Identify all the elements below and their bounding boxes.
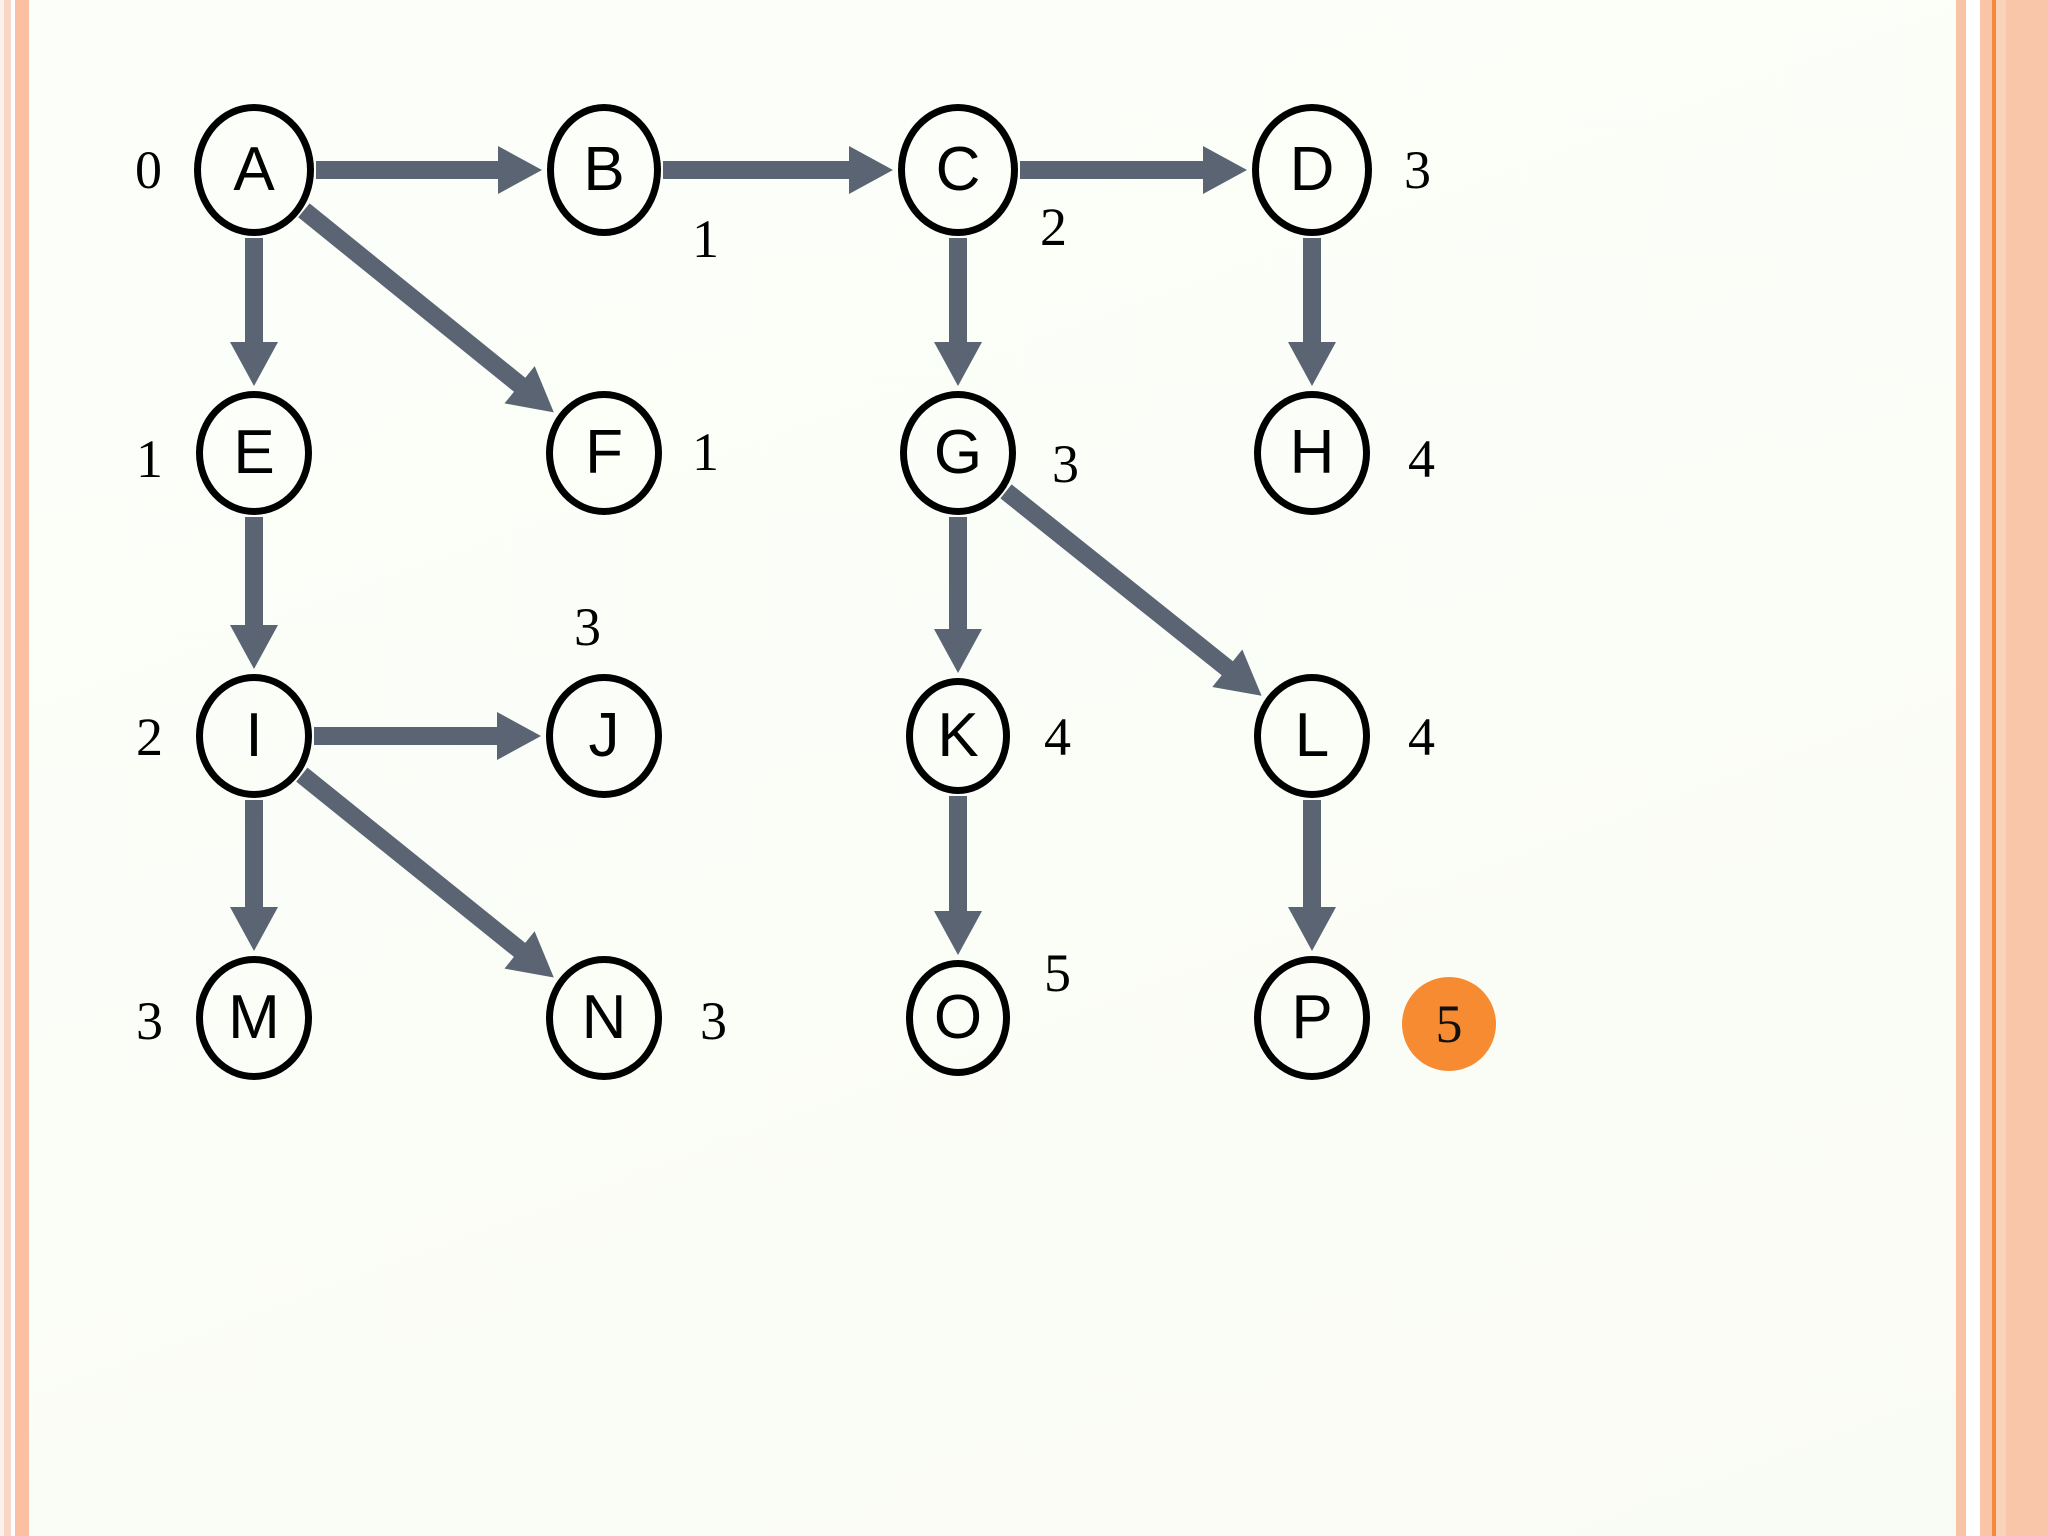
- distance-label-b: 1: [692, 209, 719, 269]
- graph-node-label: G: [933, 418, 983, 487]
- edge-g-to-k: [934, 517, 982, 673]
- graph-node-d[interactable]: D: [1252, 104, 1372, 236]
- graph-node-label: E: [233, 418, 275, 487]
- distance-label-l: 4: [1408, 707, 1435, 767]
- distance-label-e: 1: [136, 429, 163, 489]
- graph-node-label: L: [1294, 701, 1330, 770]
- edge-c-to-d: [1020, 146, 1247, 194]
- graph-node-c[interactable]: C: [898, 104, 1018, 236]
- graph-node-m[interactable]: M: [196, 956, 312, 1080]
- graph-node-label: D: [1289, 135, 1335, 204]
- graph-node-label: K: [937, 701, 979, 770]
- edge-b-to-c: [663, 146, 893, 194]
- distance-label-c: 2: [1040, 197, 1067, 257]
- edge-e-to-i: [230, 517, 278, 669]
- graph-node-h[interactable]: H: [1254, 391, 1370, 515]
- distance-label-o: 5: [1044, 943, 1071, 1003]
- graph-node-label: I: [245, 701, 263, 770]
- graph-node-label: J: [588, 701, 620, 770]
- distance-label-k: 4: [1044, 707, 1071, 767]
- graph-node-n[interactable]: N: [546, 956, 662, 1080]
- distance-label-i: 2: [136, 707, 163, 767]
- graph-node-label: O: [933, 983, 983, 1052]
- distance-label-n: 3: [700, 991, 727, 1051]
- graph-node-a[interactable]: A: [194, 104, 314, 236]
- graph-node-p[interactable]: P: [1254, 956, 1370, 1080]
- distance-label-f: 1: [692, 422, 719, 482]
- graph-node-k[interactable]: K: [906, 678, 1010, 794]
- distance-label-j: 3: [574, 597, 601, 657]
- graph-node-b[interactable]: B: [547, 104, 661, 236]
- edge-d-to-h: [1288, 238, 1336, 386]
- edge-a-to-e: [230, 238, 278, 386]
- graph-node-label: F: [585, 418, 623, 487]
- graph-node-j[interactable]: J: [546, 674, 662, 798]
- edge-l-to-p: [1288, 800, 1336, 951]
- graph-node-label: C: [935, 135, 981, 204]
- edge-i-to-m: [230, 800, 278, 951]
- edge-a-to-f: [298, 203, 554, 413]
- graph-node-label: B: [583, 135, 625, 204]
- graph-node-i[interactable]: I: [196, 674, 312, 798]
- graph-node-label: M: [228, 983, 280, 1052]
- graph-node-label: P: [1291, 983, 1333, 1052]
- edge-i-to-n: [296, 767, 554, 978]
- graph-node-label: N: [581, 983, 627, 1052]
- graph-node-label: H: [1289, 418, 1335, 487]
- highlighted-distance-marker[interactable]: 5: [1402, 977, 1496, 1071]
- edge-a-to-b: [316, 146, 542, 194]
- edge-g-to-l: [1000, 484, 1262, 696]
- distance-label-g: 3: [1052, 434, 1079, 494]
- graph-node-l[interactable]: L: [1254, 674, 1370, 798]
- distance-label-h: 4: [1408, 429, 1435, 489]
- graph-node-e[interactable]: E: [196, 391, 312, 515]
- graph-node-label: A: [233, 135, 275, 204]
- graph-node-g[interactable]: G: [900, 391, 1016, 515]
- edge-i-to-j: [314, 712, 541, 760]
- edge-k-to-o: [934, 796, 982, 955]
- edge-c-to-g: [934, 238, 982, 386]
- graph-node-f[interactable]: F: [546, 391, 662, 515]
- distance-label-m: 3: [136, 991, 163, 1051]
- highlighted-distance-value: 5: [1435, 994, 1463, 1054]
- distance-label-a: 0: [135, 140, 162, 200]
- graph-node-o[interactable]: O: [906, 960, 1010, 1076]
- distance-label-d: 3: [1404, 140, 1431, 200]
